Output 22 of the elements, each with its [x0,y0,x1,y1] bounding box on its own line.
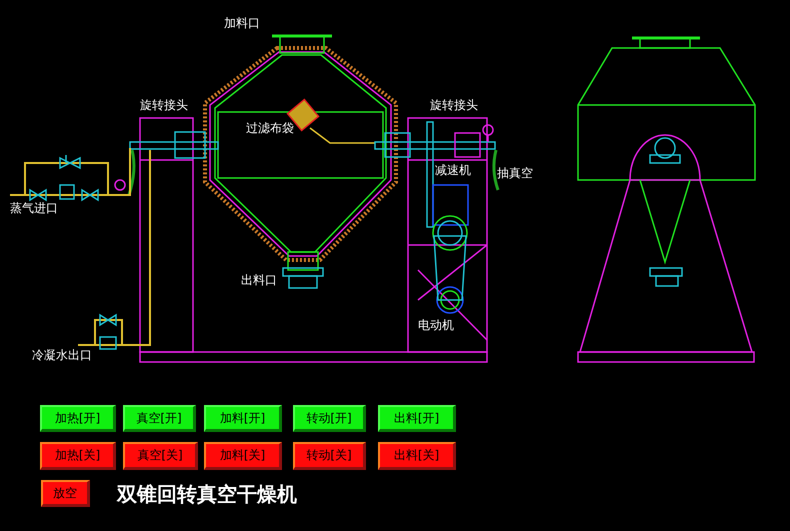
part-label: 旋转接头 [140,98,188,112]
part-label: 过滤布袋 [246,121,294,135]
off-button: 加料[关] [204,442,282,470]
on-button: 转动[开] [293,405,366,432]
part-label: 电动机 [418,318,454,332]
vent-button: 放空 [41,480,90,507]
on-button: 加料[开] [204,405,282,432]
off-button: 加热[关] [40,442,116,470]
off-button: 出料[关] [378,442,456,470]
off-button: 转动[关] [293,442,366,470]
part-label: 冷凝水出口 [32,348,92,362]
part-label: 蒸气进口 [10,201,58,215]
on-button: 出料[开] [378,405,456,432]
on-button: 加热[开] [40,405,116,432]
part-label: 抽真空 [497,166,533,180]
part-label: 出料口 [241,273,277,287]
part-label: 减速机 [435,163,471,177]
on-button: 真空[开] [123,405,196,432]
part-label: 加料口 [224,16,260,30]
off-button: 真空[关] [123,442,198,470]
title: 双锥回转真空干燥机 [117,481,297,508]
part-label: 旋转接头 [430,98,478,112]
